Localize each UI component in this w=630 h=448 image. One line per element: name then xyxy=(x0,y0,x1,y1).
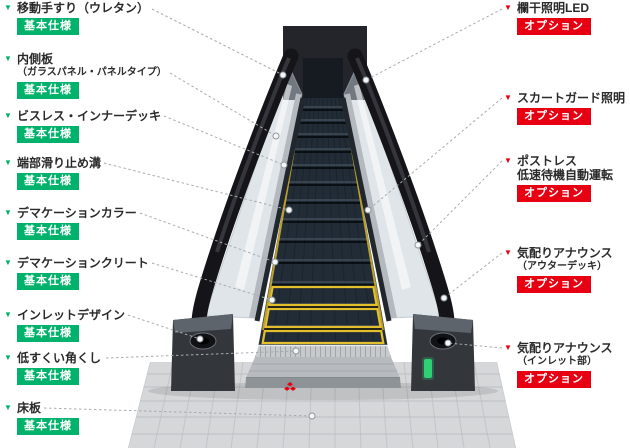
feature-label-inlet-design: ▼ インレットデザイン 基本仕様 xyxy=(4,308,125,342)
feature-label-text: 気配りアナウンス xyxy=(517,246,613,260)
triangle-marker-icon: ▼ xyxy=(4,54,12,63)
triangle-marker-icon: ▼ xyxy=(4,111,12,120)
right-newel-base xyxy=(411,314,475,391)
feature-label-text: ポストレス xyxy=(517,154,578,168)
option-badge: オプション xyxy=(517,185,591,202)
feature-label-anti-slip-groove: ▼ 端部滑り止め溝 基本仕様 xyxy=(4,156,101,190)
basic-spec-badge: 基本仕様 xyxy=(17,18,79,35)
feature-label-announce-inlet: ▼ 気配りアナウンス （インレット部） オプション xyxy=(504,341,613,388)
feature-label-moving-handrail: ▼ 移動手すり（ウレタン） 基本仕様 xyxy=(4,1,149,35)
comb-plate xyxy=(255,344,391,357)
triangle-marker-icon: ▼ xyxy=(4,3,12,12)
triangle-marker-icon: ▼ xyxy=(4,208,12,217)
option-badge: オプション xyxy=(517,18,591,35)
triangle-marker-icon: ▼ xyxy=(504,343,512,352)
feature-label-text: 低すくい角くし xyxy=(17,351,102,365)
basic-spec-badge: 基本仕様 xyxy=(17,325,79,342)
feature-label-visless-inner-deck: ▼ ビスレス・インナーデッキ 基本仕様 xyxy=(4,109,161,143)
triangle-marker-icon: ▼ xyxy=(4,158,12,167)
basic-spec-badge: 基本仕様 xyxy=(17,82,79,99)
basic-spec-badge: 基本仕様 xyxy=(17,273,79,290)
feature-label-text: 移動手すり（ウレタン） xyxy=(17,1,150,15)
basic-spec-badge: 基本仕様 xyxy=(17,126,79,143)
feature-label-text: 気配りアナウンス xyxy=(517,341,613,355)
triangle-marker-icon: ▼ xyxy=(504,3,512,12)
triangle-marker-icon: ▼ xyxy=(504,156,512,165)
feature-label-floor-plate: ▼ 床板 基本仕様 xyxy=(4,401,79,435)
feature-label-balustrade-led: ▼ 欄干照明LED オプション xyxy=(504,1,591,35)
feature-label-text: ビスレス・インナーデッキ xyxy=(17,109,162,123)
triangle-marker-icon: ▼ xyxy=(504,248,512,257)
feature-label-demarcation-color: ▼ デマケーションカラー 基本仕様 xyxy=(4,206,137,240)
left-newel-base xyxy=(171,314,235,391)
option-badge: オプション xyxy=(517,108,591,125)
triangle-marker-icon: ▼ xyxy=(504,93,512,102)
triangle-marker-icon: ▼ xyxy=(4,403,12,412)
feature-label-text: 端部滑り止め溝 xyxy=(17,156,102,170)
triangle-marker-icon: ▼ xyxy=(4,258,12,267)
triangle-marker-icon: ▼ xyxy=(4,353,12,362)
feature-label-postless-standby-operation: ▼ ポストレス 低速待機自動運転 オプション xyxy=(504,154,613,202)
mitsubishi-logo-mark xyxy=(284,382,296,391)
feature-label-subtext: （アウターデッキ） xyxy=(517,261,607,272)
option-badge: オプション xyxy=(517,371,591,388)
feature-label-text: 欄干照明LED xyxy=(517,1,590,15)
floor-shadow xyxy=(148,382,498,400)
landing-floor-plate xyxy=(245,357,401,388)
feature-label-low-scoop-comb: ▼ 低すくい角くし 基本仕様 xyxy=(4,351,101,385)
feature-label-demarcation-cleat: ▼ デマケーションクリート 基本仕様 xyxy=(4,256,149,290)
feature-label-text: デマケーションクリート xyxy=(17,256,149,270)
triangle-marker-icon: ▼ xyxy=(4,310,12,319)
feature-label-text: インレットデザイン xyxy=(17,308,126,322)
basic-spec-badge: 基本仕様 xyxy=(17,173,79,190)
option-badge: オプション xyxy=(517,276,591,293)
feature-label-announce-outer-deck: ▼ 気配りアナウンス （アウターデッキ） オプション xyxy=(504,246,613,293)
feature-label-text: デマケーションカラー xyxy=(17,206,137,220)
feature-label-skirt-guard-light: ▼ スカートガード照明 オプション xyxy=(504,91,625,125)
steps xyxy=(258,97,388,346)
feature-label-text: 床板 xyxy=(17,401,42,415)
feature-label-subtext: （ガラスパネル・パネルタイプ） xyxy=(17,67,167,78)
feature-label-text-line2: 低速待機自動運転 xyxy=(517,168,614,182)
basic-spec-badge: 基本仕様 xyxy=(17,223,79,240)
basic-spec-badge: 基本仕様 xyxy=(17,418,79,435)
feature-label-text: スカートガード照明 xyxy=(517,91,626,105)
feature-label-text: 内側板 xyxy=(17,52,54,66)
basic-spec-badge: 基本仕様 xyxy=(17,368,79,385)
feature-label-inner-panel: ▼ 内側板 （ガラスパネル・パネルタイプ） 基本仕様 xyxy=(4,52,167,99)
feature-label-subtext: （インレット部） xyxy=(517,356,597,367)
leader-dots xyxy=(196,71,452,420)
